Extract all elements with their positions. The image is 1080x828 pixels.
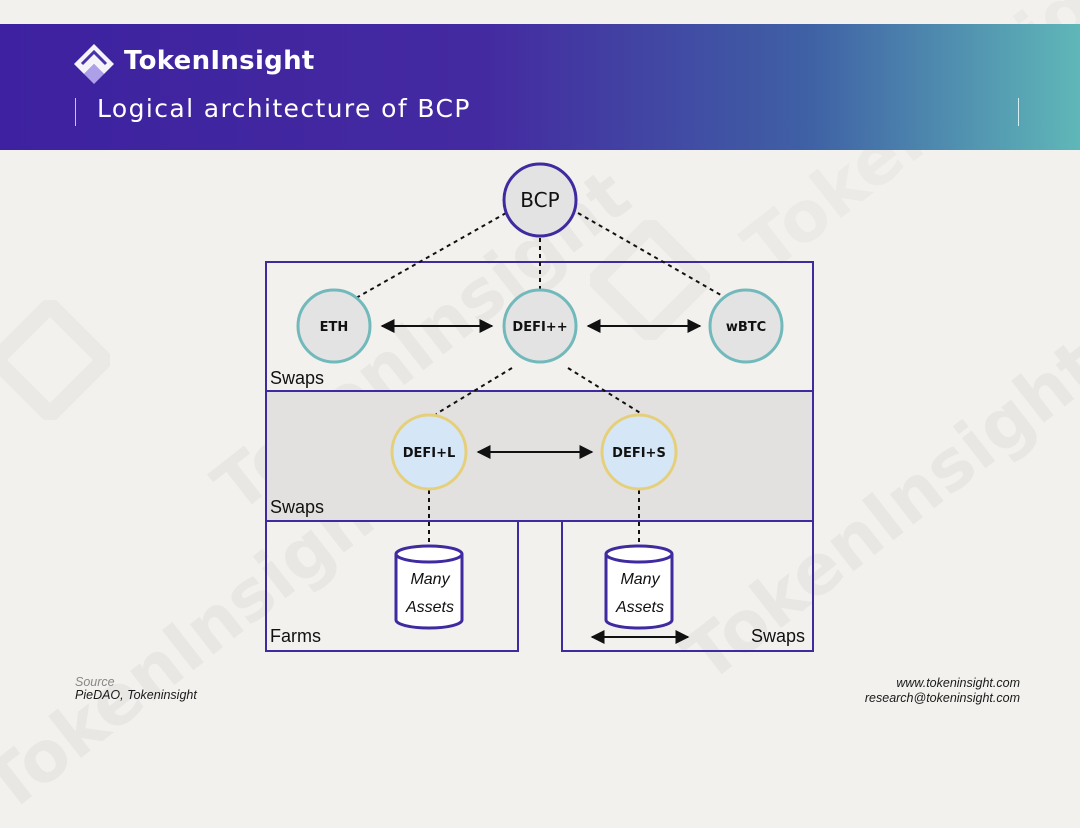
node-bcp xyxy=(502,162,578,238)
node-eth-label: ETH xyxy=(320,320,349,335)
farms-box xyxy=(265,520,519,652)
website-link[interactable]: www.tokeninsight.com xyxy=(896,676,1020,690)
swaps-mid-band xyxy=(266,391,813,521)
node-defipp-label: DEFI++ xyxy=(512,320,567,335)
swaps-bottom-label: Swaps xyxy=(751,626,805,646)
node-defil xyxy=(390,413,468,491)
farms-label: Farms xyxy=(270,626,321,646)
brand-name: TokenInsight xyxy=(124,46,315,76)
tokeninsight-logo-icon xyxy=(74,44,114,84)
watermark-logo-icon xyxy=(0,300,110,420)
swaps-mid-label: Swaps xyxy=(270,497,324,517)
assets-cylinder-right xyxy=(604,544,674,630)
source-label: Source xyxy=(75,675,115,689)
architecture-diagram: BCP ETH DEFI++ wBTC DEFI+L DEFI+S Many A… xyxy=(265,162,814,652)
email-link[interactable]: research@tokeninsight.com xyxy=(864,691,1020,705)
node-defis-label: DEFI+S xyxy=(612,446,666,461)
assets-right-line2: Assets xyxy=(615,599,664,616)
assets-right-line1: Many xyxy=(620,571,660,588)
source-note: Source PieDAO, Tokeninsight xyxy=(75,676,197,702)
header-banner xyxy=(0,24,1080,150)
bidirectional-arrows xyxy=(380,319,702,644)
node-wbtc-label: wBTC xyxy=(726,320,766,335)
swaps-top-label: Swaps xyxy=(270,368,324,388)
assets-left-line1: Many xyxy=(410,571,450,588)
node-wbtc xyxy=(708,288,784,364)
node-defis xyxy=(600,413,678,491)
swaps-bottom-box xyxy=(561,520,814,652)
node-defil-label: DEFI+L xyxy=(403,446,456,461)
dashed-connectors xyxy=(355,212,727,546)
node-bcp-label: BCP xyxy=(520,188,559,212)
swaps-mid-box xyxy=(265,390,814,522)
assets-cylinder-left xyxy=(394,544,464,630)
page-title: Logical architecture of BCP xyxy=(97,94,471,123)
node-eth xyxy=(296,288,372,364)
source-value: PieDAO, Tokeninsight xyxy=(75,688,197,702)
node-defipp xyxy=(502,288,578,364)
assets-left-line2: Assets xyxy=(405,599,454,616)
title-divider-left xyxy=(75,98,76,126)
title-divider-right xyxy=(1018,98,1019,126)
contact-info: www.tokeninsight.com research@tokeninsig… xyxy=(865,676,1020,706)
